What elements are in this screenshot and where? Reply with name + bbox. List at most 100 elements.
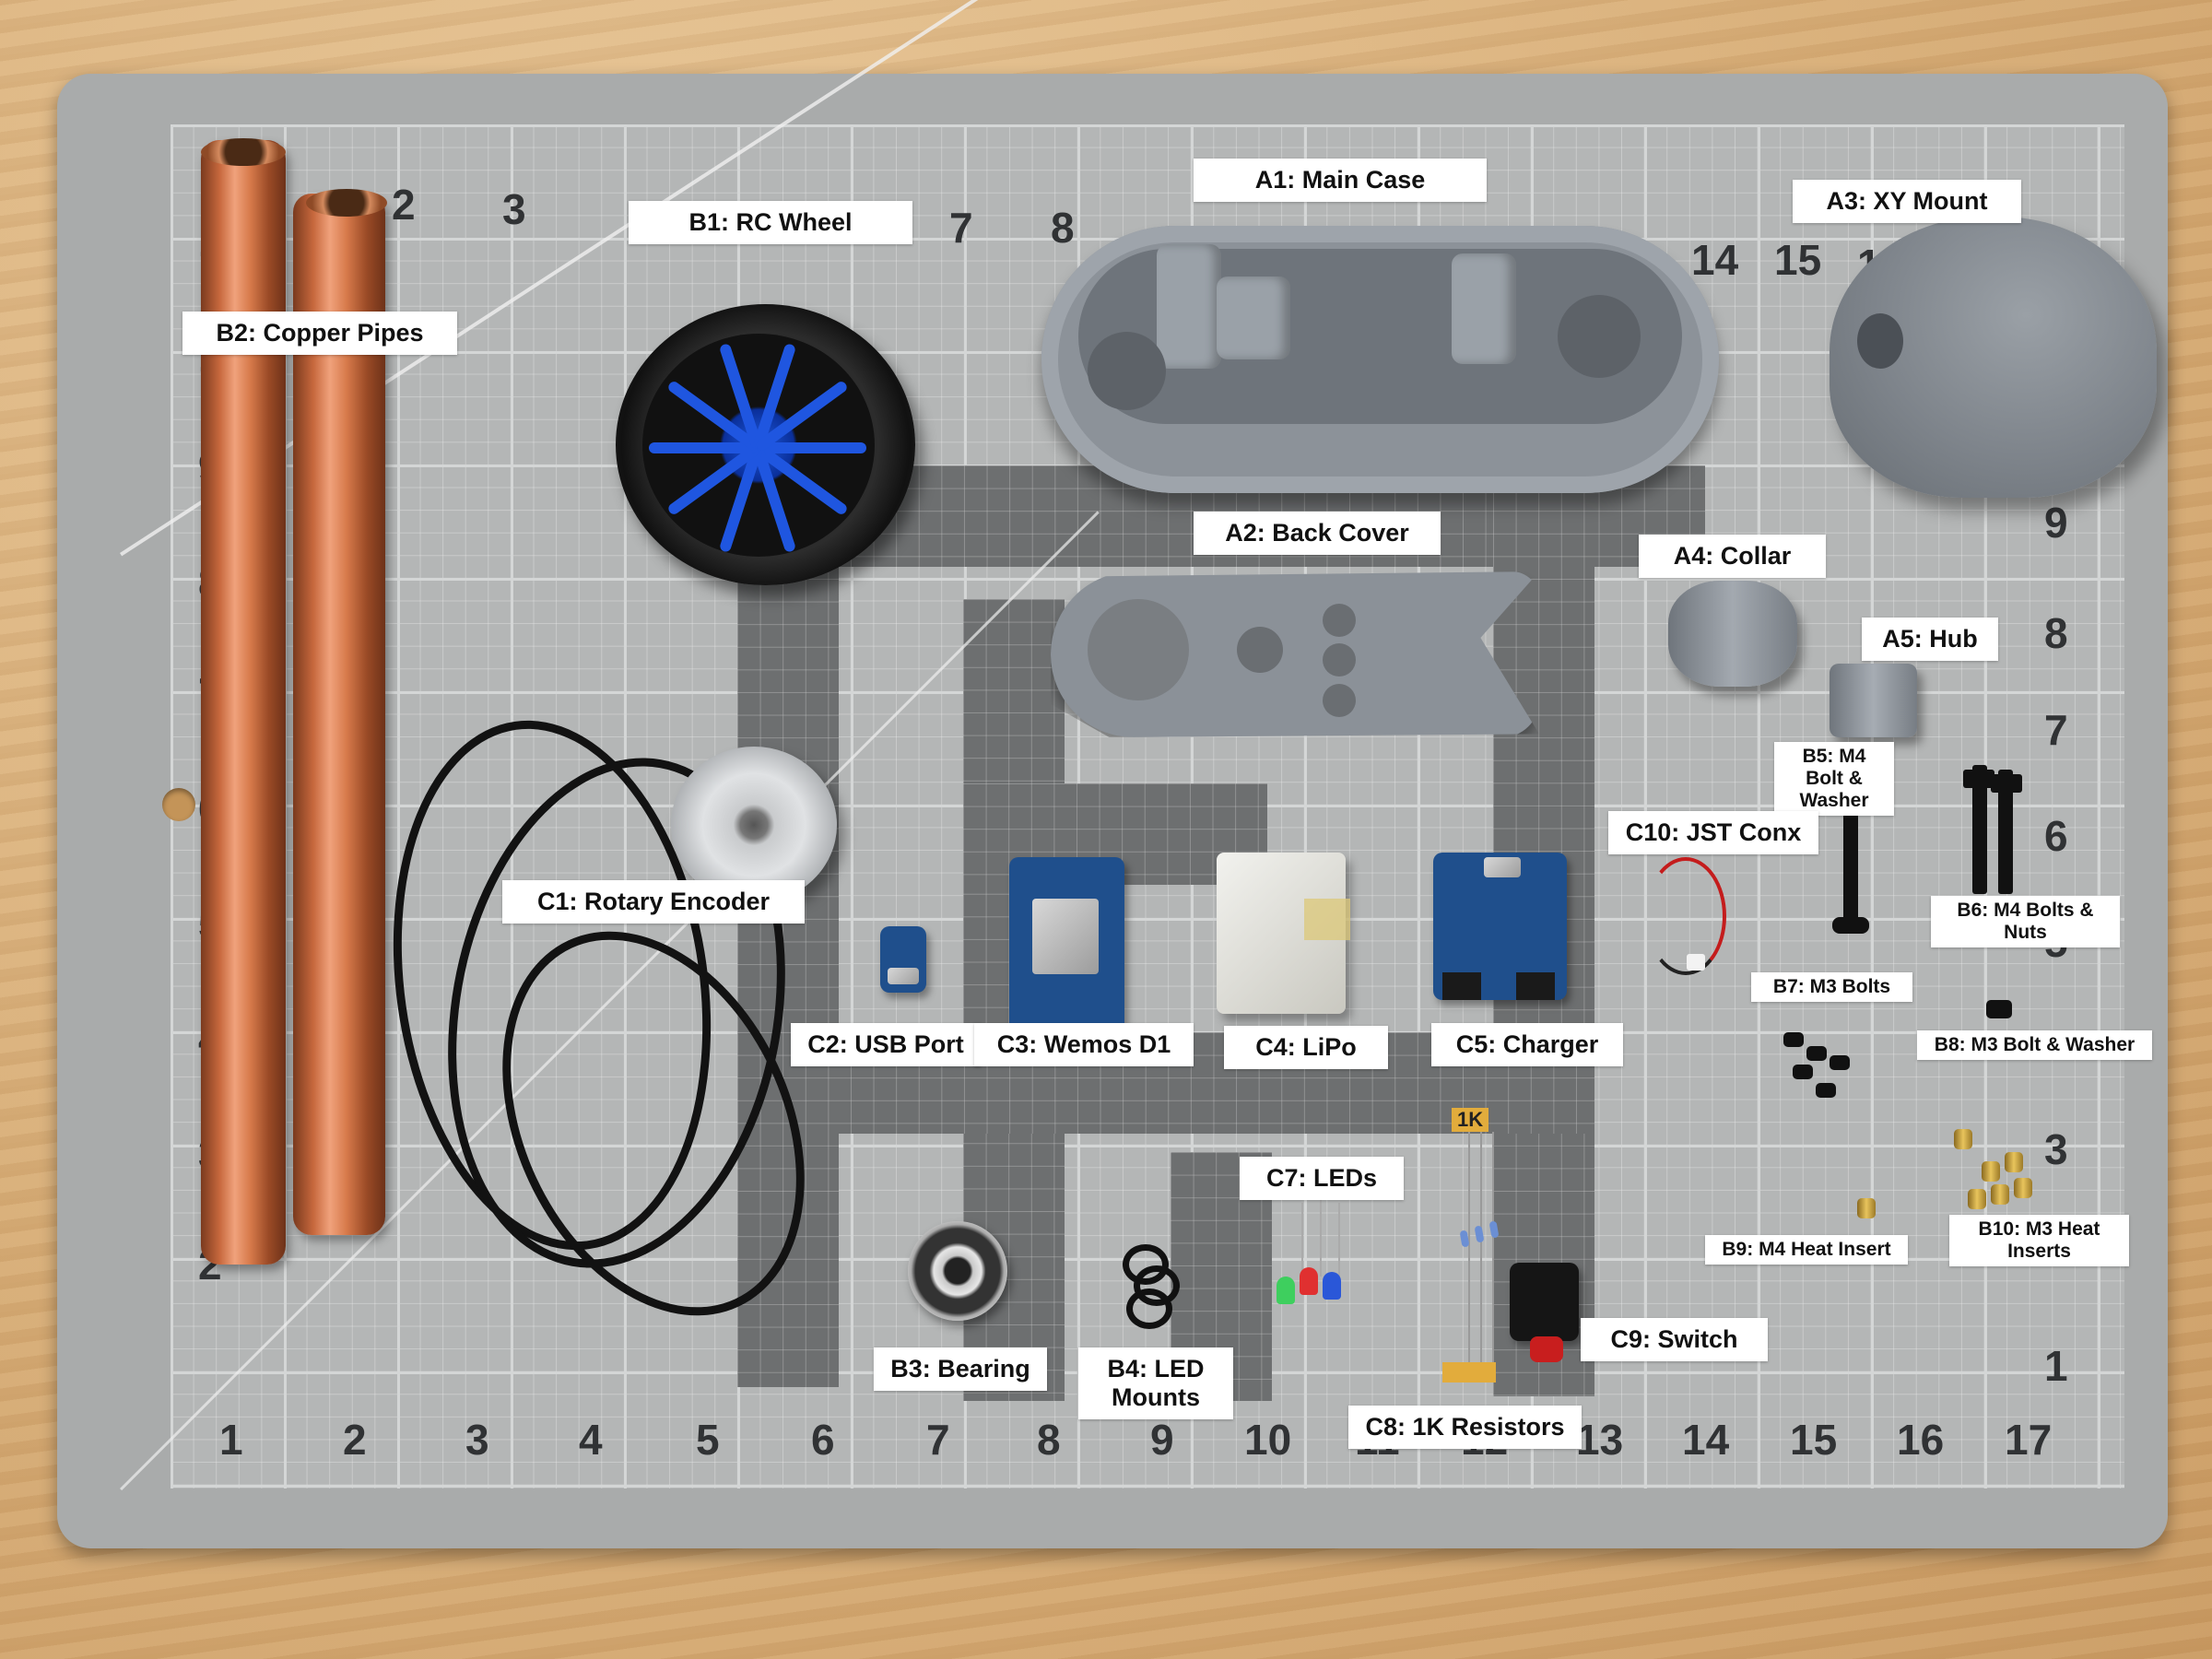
case-post [1452, 253, 1516, 364]
led-blue [1323, 1272, 1341, 1300]
label-b5-m4-bolt-washer: B5: M4 Bolt & Washer [1774, 742, 1894, 817]
led-leg [1320, 1198, 1322, 1277]
ruler-number: 7 [2044, 706, 2068, 754]
bearing [908, 1221, 1007, 1321]
label-b6-m4-bolts-nuts: B6: M4 Bolts & Nuts [1931, 896, 2120, 948]
xy-mount-hole [1857, 313, 1903, 369]
ruler-number: 14 [1691, 236, 1739, 284]
label-c2-usb-port: C2: USB Port [791, 1023, 981, 1067]
ruler-number: 7 [926, 1416, 950, 1464]
resistor-tape [1442, 1362, 1496, 1382]
m3-heat-insert [1991, 1184, 2009, 1205]
ruler-number: 3 [502, 185, 526, 233]
jst-plug [1687, 954, 1705, 971]
ruler-number: 10 [1244, 1416, 1292, 1464]
ruler-number: 16 [1897, 1416, 1945, 1464]
usb-connector [888, 968, 919, 984]
jst-wire [1645, 857, 1726, 975]
label-c7-leds: C7: LEDs [1240, 1157, 1404, 1201]
m3-heat-insert [1954, 1129, 1972, 1149]
wheel-spoke [649, 442, 758, 453]
label-c9-switch: C9: Switch [1581, 1318, 1768, 1362]
label-a3-xy-mount: A3: XY Mount [1793, 180, 2021, 224]
m4-nut [1991, 774, 2022, 793]
label-b3-bearing: B3: Bearing [874, 1347, 1047, 1392]
ruler-number: 3 [2044, 1125, 2068, 1173]
resistor-tag: 1K [1452, 1108, 1489, 1132]
copper-pipe-end [306, 189, 387, 217]
resistor-lead [1468, 1132, 1470, 1362]
ruler-number: 15 [1774, 236, 1822, 284]
ruler-number: 7 [949, 204, 973, 252]
charger-usb-connector [1484, 857, 1521, 877]
ruler-number: 17 [2005, 1416, 2053, 1464]
m3-heat-insert [2005, 1152, 2023, 1172]
ruler-number: 1 [2044, 1342, 2068, 1390]
rotary-encoder [671, 747, 837, 903]
label-c10-jst-conx: C10: JST Conx [1608, 811, 1818, 855]
ruler-number: 8 [1051, 204, 1075, 252]
ruler-number: 3 [465, 1416, 489, 1464]
m4-bolt [1843, 802, 1858, 922]
push-switch [1510, 1263, 1579, 1341]
led-red [1300, 1267, 1318, 1295]
ruler-number: 15 [1790, 1416, 1838, 1464]
wheel-spoke [758, 442, 866, 453]
led-leg [1338, 1203, 1340, 1277]
esp-module [1032, 899, 1099, 974]
switch-button-red [1530, 1336, 1563, 1362]
label-b1-rc-wheel: B1: RC Wheel [629, 201, 912, 245]
m4-washer [1832, 917, 1869, 934]
hub [1830, 664, 1917, 737]
ruler-number: 1 [219, 1416, 243, 1464]
grid-dark-block [737, 465, 839, 1387]
back-cover-hole [1088, 599, 1189, 700]
label-a2-back-cover: A2: Back Cover [1194, 512, 1441, 556]
charger-jst-right [1516, 972, 1555, 1000]
back-cover-hole [1323, 604, 1356, 637]
led-green [1277, 1277, 1295, 1304]
led-leg [1301, 1203, 1303, 1277]
ruler-number: 14 [1682, 1416, 1730, 1464]
m3-heat-insert [1982, 1161, 2000, 1182]
back-cover-hole [1323, 643, 1356, 677]
label-b4-led-mounts: B4: LED Mounts [1078, 1347, 1233, 1420]
label-a5-hub: A5: Hub [1862, 618, 1998, 662]
charger-jst-left [1442, 972, 1481, 1000]
m3-heat-insert [2014, 1178, 2032, 1198]
m4-nut [1963, 770, 1994, 788]
led-mount [1126, 1288, 1172, 1329]
m3-bolt [1783, 1032, 1804, 1047]
m3-heat-insert [1968, 1189, 1986, 1209]
case-hole [1558, 295, 1641, 378]
ruler-number: 4 [579, 1416, 603, 1464]
ruler-number: 13 [1576, 1416, 1624, 1464]
case-hole [1088, 332, 1166, 410]
m3-bolt [1830, 1055, 1850, 1070]
label-b7-m3-bolts: B7: M3 Bolts [1751, 972, 1912, 1003]
m4-bolt [1972, 765, 1987, 894]
back-cover-hole [1237, 627, 1283, 673]
label-c1-rotary-encoder: C1: Rotary Encoder [502, 880, 805, 924]
ruler-number: 8 [2044, 609, 2068, 657]
ruler-number: 2 [343, 1416, 367, 1464]
label-c5-charger: C5: Charger [1431, 1023, 1623, 1067]
label-a1-main-case: A1: Main Case [1194, 159, 1487, 203]
back-cover-hole [1323, 684, 1356, 717]
collar [1668, 581, 1797, 687]
ruler-number: 9 [2044, 499, 2068, 547]
label-b9-m4-heat-insert: B9: M4 Heat Insert [1705, 1235, 1908, 1265]
ruler-number: 5 [696, 1416, 720, 1464]
ruler-number: 6 [2044, 812, 2068, 860]
label-b10-m3-heat-inserts: B10: M3 Heat Inserts [1949, 1215, 2129, 1267]
battery-tape [1304, 899, 1350, 940]
m4-heat-insert [1857, 1198, 1876, 1218]
ruler-number: 8 [1037, 1416, 1061, 1464]
label-c4-lipo: C4: LiPo [1224, 1026, 1388, 1070]
resistor-lead [1480, 1132, 1482, 1362]
ruler-number: 6 [811, 1416, 835, 1464]
copper-pipe-end [201, 138, 286, 166]
case-post [1217, 276, 1290, 359]
label-c8-1k-resistors: C8: 1K Resistors [1348, 1406, 1582, 1450]
label-a4-collar: A4: Collar [1639, 535, 1826, 579]
